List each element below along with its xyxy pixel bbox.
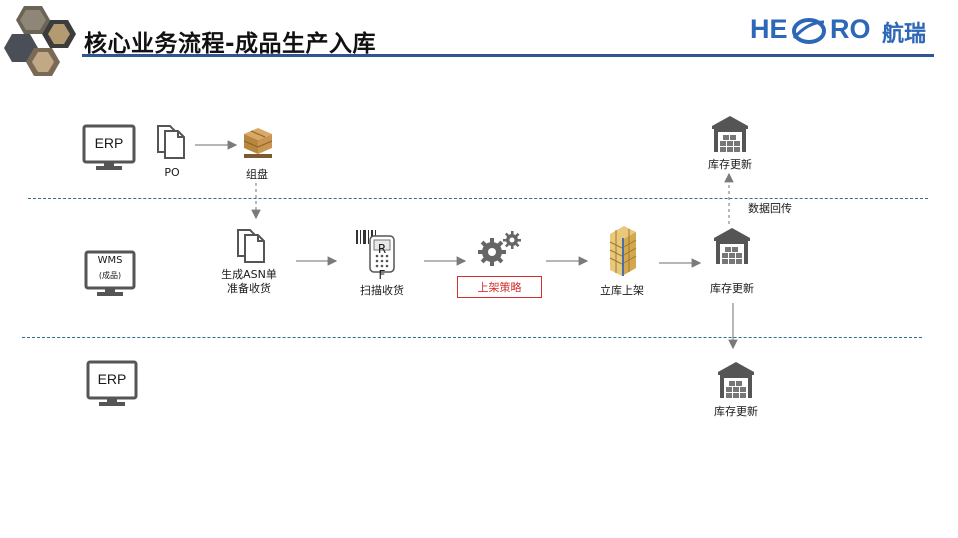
erp-top-stock-label: 库存更新 (708, 158, 752, 171)
rf-scanner-node: R F 扫描收货 (352, 226, 412, 298)
gears-icon (478, 231, 521, 266)
storage-rack-icon (609, 226, 637, 276)
asn-node: 生成ASN单 准备收货 (214, 224, 284, 298)
rf-letter-r: R (377, 242, 387, 256)
erp-bottom-stock-label: 库存更新 (714, 405, 758, 418)
wms-monitor: WMS (成品) (84, 250, 136, 298)
brand-text-cn: 航瑞 (882, 22, 927, 47)
erp-top-monitor: ERP (82, 124, 136, 172)
lane-divider-bottom (22, 337, 922, 338)
rack-label: 立库上架 (600, 284, 644, 297)
wms-sublabel: (成品) (98, 271, 122, 280)
strategy-gears (474, 228, 524, 270)
page-title: 核心业务流程-成品生产入库 (84, 31, 377, 57)
erp-bottom-monitor: ERP (86, 360, 138, 408)
scan-label: 扫描收货 (360, 284, 404, 297)
warehouse-icon (718, 362, 754, 398)
title-underline (82, 54, 934, 57)
erp-top-warehouse-node: 库存更新 (698, 114, 762, 172)
pallet-boxes-icon (243, 128, 273, 158)
erp-bottom-label: ERP (97, 371, 127, 387)
warehouse-icon (714, 228, 750, 264)
wms-warehouse-node: 库存更新 (700, 226, 764, 296)
rack-node: 立库上架 (592, 222, 652, 298)
monitor-icon (86, 360, 138, 406)
asn-label-line1: 生成ASN单 (221, 268, 277, 281)
erp-bottom-warehouse-node: 库存更新 (704, 360, 768, 422)
erp-top-label: ERP (94, 135, 124, 151)
brand-orbit-icon (792, 18, 826, 44)
header-photo-collage (4, 4, 76, 76)
barcode-scanner-icon (356, 230, 395, 273)
monitor-icon (82, 124, 136, 170)
lane-divider-top (28, 198, 928, 199)
pallet-node: 组盘 (232, 124, 282, 184)
brand-text-ro: RO (830, 14, 871, 44)
brand-logo: HE RO 航瑞 (750, 14, 940, 48)
putaway-strategy-box: 上架策略 (457, 276, 542, 298)
monitor-icon (84, 250, 136, 296)
brand-text-he: HE (750, 14, 788, 44)
wms-stock-label: 库存更新 (710, 282, 754, 295)
data-return-label: 数据回传 (748, 202, 792, 215)
wms-label: WMS (97, 255, 123, 266)
document-icon (237, 229, 265, 263)
asn-label-line2: 准备收货 (227, 282, 271, 295)
warehouse-icon (712, 116, 748, 152)
pallet-label: 组盘 (246, 168, 268, 181)
rf-letter-f: F (378, 268, 386, 282)
po-node: PO (150, 120, 194, 184)
document-icon (157, 125, 185, 159)
po-label: PO (164, 166, 180, 179)
